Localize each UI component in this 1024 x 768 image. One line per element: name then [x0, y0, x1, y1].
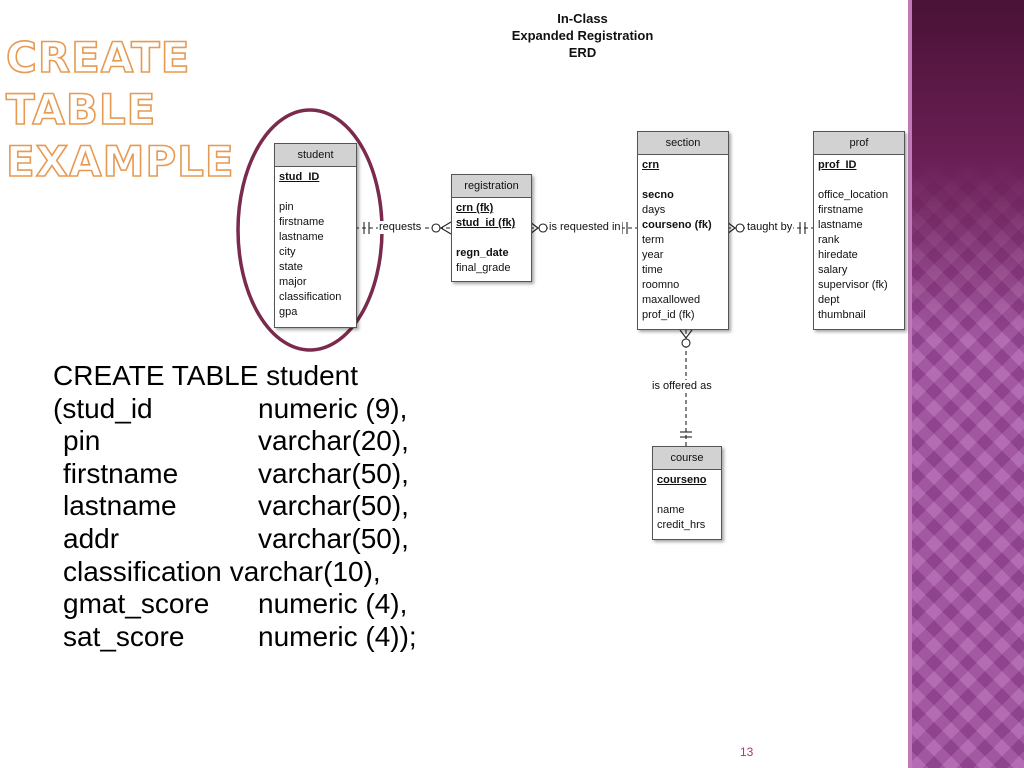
entity-header: course: [653, 447, 721, 470]
entity-attr: major: [279, 276, 307, 288]
rel-label-taught-by: taught by: [746, 221, 794, 234]
entity-attr: name: [657, 504, 685, 516]
entity-attr: final_grade: [456, 262, 511, 274]
entity-attr: gpa: [279, 306, 298, 318]
entity-attr: thumbnail: [818, 309, 866, 321]
entity-pk: crn: [642, 159, 660, 171]
entity-attr: state: [279, 261, 303, 273]
rel-label-requests: requests: [378, 221, 423, 234]
erd-caption-line-1: In-Class: [557, 11, 608, 26]
slide-title-line-2: EXAMPLE: [5, 136, 235, 187]
entity-pk: stud_ID: [279, 171, 320, 183]
sql-create-line: CREATE TABLE student: [53, 360, 359, 391]
entity-attr: classification: [279, 291, 342, 303]
sql-column-name: (stud_id: [53, 392, 153, 424]
sql-column-name: sat_score: [63, 620, 185, 652]
entity-attr: city: [279, 246, 296, 258]
erd-caption: In-Class Expanded Registration ERD: [490, 10, 675, 61]
entity-attr: year: [642, 249, 664, 261]
entity-attr-bold: secno: [642, 189, 674, 201]
sql-column-name: pin: [63, 425, 101, 457]
entity-header: section: [638, 132, 728, 155]
entity-attr: lastname: [818, 219, 863, 231]
entity-header: student: [275, 144, 356, 167]
entity-attr: time: [642, 264, 663, 276]
sql-column-name: addr: [63, 522, 120, 554]
side-band-divider: [908, 0, 912, 768]
page-number: 13: [740, 745, 754, 759]
entity-registration: registration crn (fk) stud_id (fk) regn_…: [451, 174, 532, 282]
entity-attr: office_location: [818, 189, 889, 201]
sql-column-row: pin varchar(20),: [53, 425, 417, 458]
entity-attr: rank: [818, 234, 840, 246]
sql-column-type: varchar(20),: [258, 425, 409, 457]
erd-caption-line-3: ERD: [568, 45, 597, 60]
entity-pk: prof_ID: [818, 159, 857, 171]
entity-course: course courseno name credit_hrs: [652, 446, 722, 540]
entity-section: section crn secno days courseno (fk) ter…: [637, 131, 729, 330]
rel-label-is-offered-as: is offered as: [651, 380, 713, 393]
sql-column-type: numeric (4),: [258, 588, 408, 620]
erd-caption-line-2: Expanded Registration: [511, 28, 654, 43]
sql-column-type: varchar(50),: [258, 457, 409, 489]
entity-attr: days: [642, 204, 666, 216]
entity-attr: roomno: [642, 279, 680, 291]
sql-column-type: numeric (9),: [258, 392, 408, 424]
sql-column-type: varchar(10),: [229, 555, 381, 587]
entity-attr: maxallowed: [642, 294, 701, 306]
entity-prof: prof prof_ID office_location firstname l…: [813, 131, 905, 330]
sql-column-row: classification varchar(10),: [53, 556, 417, 589]
entity-attr: firstname: [818, 204, 864, 216]
sql-column-type: numeric (4));: [258, 620, 417, 652]
entity-key: stud_id (fk): [456, 217, 516, 229]
slide-title-line-1: CREATE TABLE: [5, 32, 191, 135]
sql-column-name: firstname: [63, 457, 179, 489]
sql-column-row: addr varchar(50),: [53, 523, 417, 556]
entity-attr-bold: regn_date: [456, 247, 509, 259]
entity-attr: salary: [818, 264, 848, 276]
entity-key: crn (fk): [456, 202, 494, 214]
sql-column-row: firstname varchar(50),: [53, 458, 417, 491]
sql-column-row: sat_score numeric (4));: [53, 621, 417, 654]
sql-column-name: lastname: [63, 490, 177, 522]
entity-attr: firstname: [279, 216, 325, 228]
entity-attr: hiredate: [818, 249, 858, 261]
entity-fk: courseno (fk): [642, 219, 712, 231]
sql-column-type: varchar(50),: [258, 490, 409, 522]
entity-pk: courseno: [657, 474, 707, 486]
sql-column-type: varchar(50),: [258, 522, 409, 554]
decorative-side-band: [912, 0, 1024, 768]
sql-column-name: classification: [63, 555, 222, 587]
entity-attr: lastname: [279, 231, 324, 243]
entity-attr: term: [642, 234, 664, 246]
entity-attr: credit_hrs: [657, 519, 706, 531]
entity-student: student stud_ID pin firstname lastname c…: [274, 143, 357, 328]
entity-attr: pin: [279, 201, 294, 213]
sql-column-row: (stud_id numeric (9),: [53, 393, 417, 426]
sql-statement: CREATE TABLE student (stud_id numeric (9…: [53, 360, 417, 653]
entity-attr: prof_id (fk): [642, 309, 695, 321]
rel-label-is-requested-in: is requested in: [548, 221, 622, 234]
sql-column-name: gmat_score: [63, 588, 210, 620]
entity-attr: dept: [818, 294, 840, 306]
entity-header: prof: [814, 132, 904, 155]
sql-column-row: lastname varchar(50),: [53, 490, 417, 523]
slide-title: CREATE TABLE EXAMPLE: [5, 32, 346, 188]
entity-attr: supervisor (fk): [818, 279, 888, 291]
entity-header: registration: [452, 175, 531, 198]
sql-column-row: gmat_score numeric (4),: [53, 588, 417, 621]
